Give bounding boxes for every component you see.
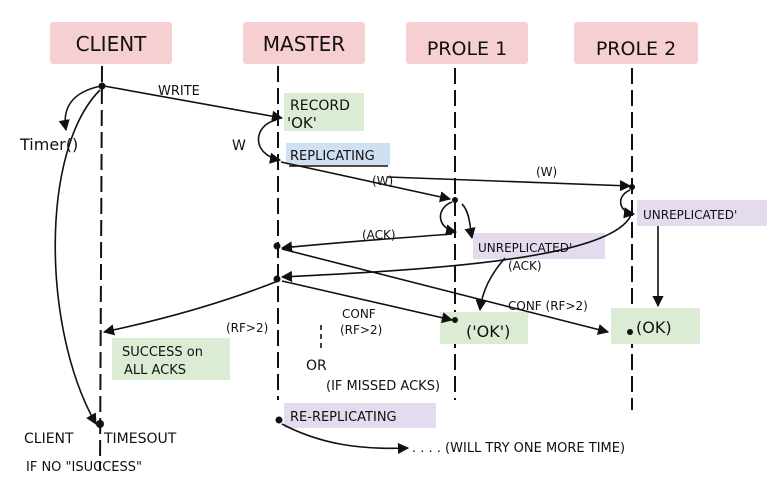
note-success-bg <box>112 338 230 380</box>
arrow-p2-self <box>619 189 636 219</box>
arrow-re-replicating <box>281 423 410 455</box>
arrow-conf-prole2 <box>281 248 610 335</box>
arrow-ack-p2 <box>280 211 633 283</box>
label-timeout-timesout: TIMESOUT <box>103 431 177 447</box>
note-replicating-bg <box>286 143 390 165</box>
header-prole2-box <box>574 22 698 64</box>
label-conf-p1: CONF <box>342 307 376 321</box>
label-unreplicated-p1: UNREPLICATED' <box>478 241 572 255</box>
note-unreplicated-p2-bg <box>637 200 767 226</box>
label-success-1: SUCCESS on <box>122 345 203 360</box>
label-ack-p1: (ACK) <box>362 228 396 242</box>
arrow-w-to-prole1 <box>280 161 452 203</box>
label-re-replicating: RE-REPLICATING <box>290 410 397 425</box>
label-ok-p2: (OK) <box>636 318 672 337</box>
label-ok-p1: ('OK') <box>466 322 510 341</box>
label-try-again: . . . . (WILL TRY ONE MORE TIME) <box>412 441 625 456</box>
label-timeout-condition: IF NO "ISUCCESS" <box>26 460 142 475</box>
lifeline-client <box>99 65 103 471</box>
label-missed-acks: (IF MISSED ACKS) <box>326 379 440 394</box>
label-conf-p1-rf: (RF>2) <box>340 323 382 337</box>
label-or: OR <box>306 358 327 374</box>
dot-master-ack1 <box>273 242 281 250</box>
arrow-ack-p1 <box>280 233 453 253</box>
arrow-p1-self <box>439 201 458 236</box>
arrow-w-to-prole2 <box>387 176 632 192</box>
label-record: RECORD <box>290 98 350 114</box>
note-re-replicating-bg <box>284 403 436 428</box>
arrow-p1-down-note <box>461 203 476 240</box>
arrow-timeout-curve <box>54 89 101 425</box>
arrow-timer-curve <box>58 85 102 132</box>
dot-prole2-ok <box>627 329 633 335</box>
label-w-prole2: (W) <box>536 165 557 179</box>
dot-master-rerep <box>275 416 283 424</box>
label-w-prole1: (W) <box>372 174 393 188</box>
header-prole1-box <box>406 22 528 64</box>
dot-prole2-w <box>629 184 635 190</box>
header-client-box <box>50 22 172 64</box>
dot-client-write <box>98 82 106 90</box>
label-rf-client: (RF>2) <box>226 321 268 335</box>
label-conf-p2: CONF (RF>2) <box>508 299 588 313</box>
label-w-loop: W <box>232 138 246 154</box>
arrow-unrep-to-ok-p1 <box>475 257 506 312</box>
arrow-success-client <box>102 280 279 336</box>
label-timer: Timer() <box>19 135 78 154</box>
dot-prole1-ok <box>452 317 458 323</box>
arrow-w-loop <box>257 119 282 164</box>
dot-master-ack2 <box>273 275 281 283</box>
dot-prole1-w <box>452 197 458 203</box>
label-replicating: REPLICATING <box>290 149 375 164</box>
dot-client-timeout <box>96 420 104 428</box>
label-unreplicated-p2: UNREPLICATED' <box>643 208 737 222</box>
header-prole2-label: PROLE 2 <box>596 38 676 60</box>
label-ack-p2: (ACK) <box>508 259 542 273</box>
label-ok: 'OK' <box>287 114 317 132</box>
header-prole1-label: PROLE 1 <box>427 38 507 60</box>
arrow-write <box>103 85 284 122</box>
header-master-label: MASTER <box>263 32 345 56</box>
note-ok-p2-bg <box>611 308 700 344</box>
label-timeout-client: CLIENT <box>24 431 74 447</box>
label-write: WRITE <box>158 84 200 99</box>
header-client-label: CLIENT <box>76 32 148 56</box>
header-master-box <box>243 22 365 64</box>
note-record-ok-bg <box>284 93 364 131</box>
arrow-conf-prole1 <box>281 280 454 324</box>
label-success-2: ALL ACKS <box>124 363 186 378</box>
